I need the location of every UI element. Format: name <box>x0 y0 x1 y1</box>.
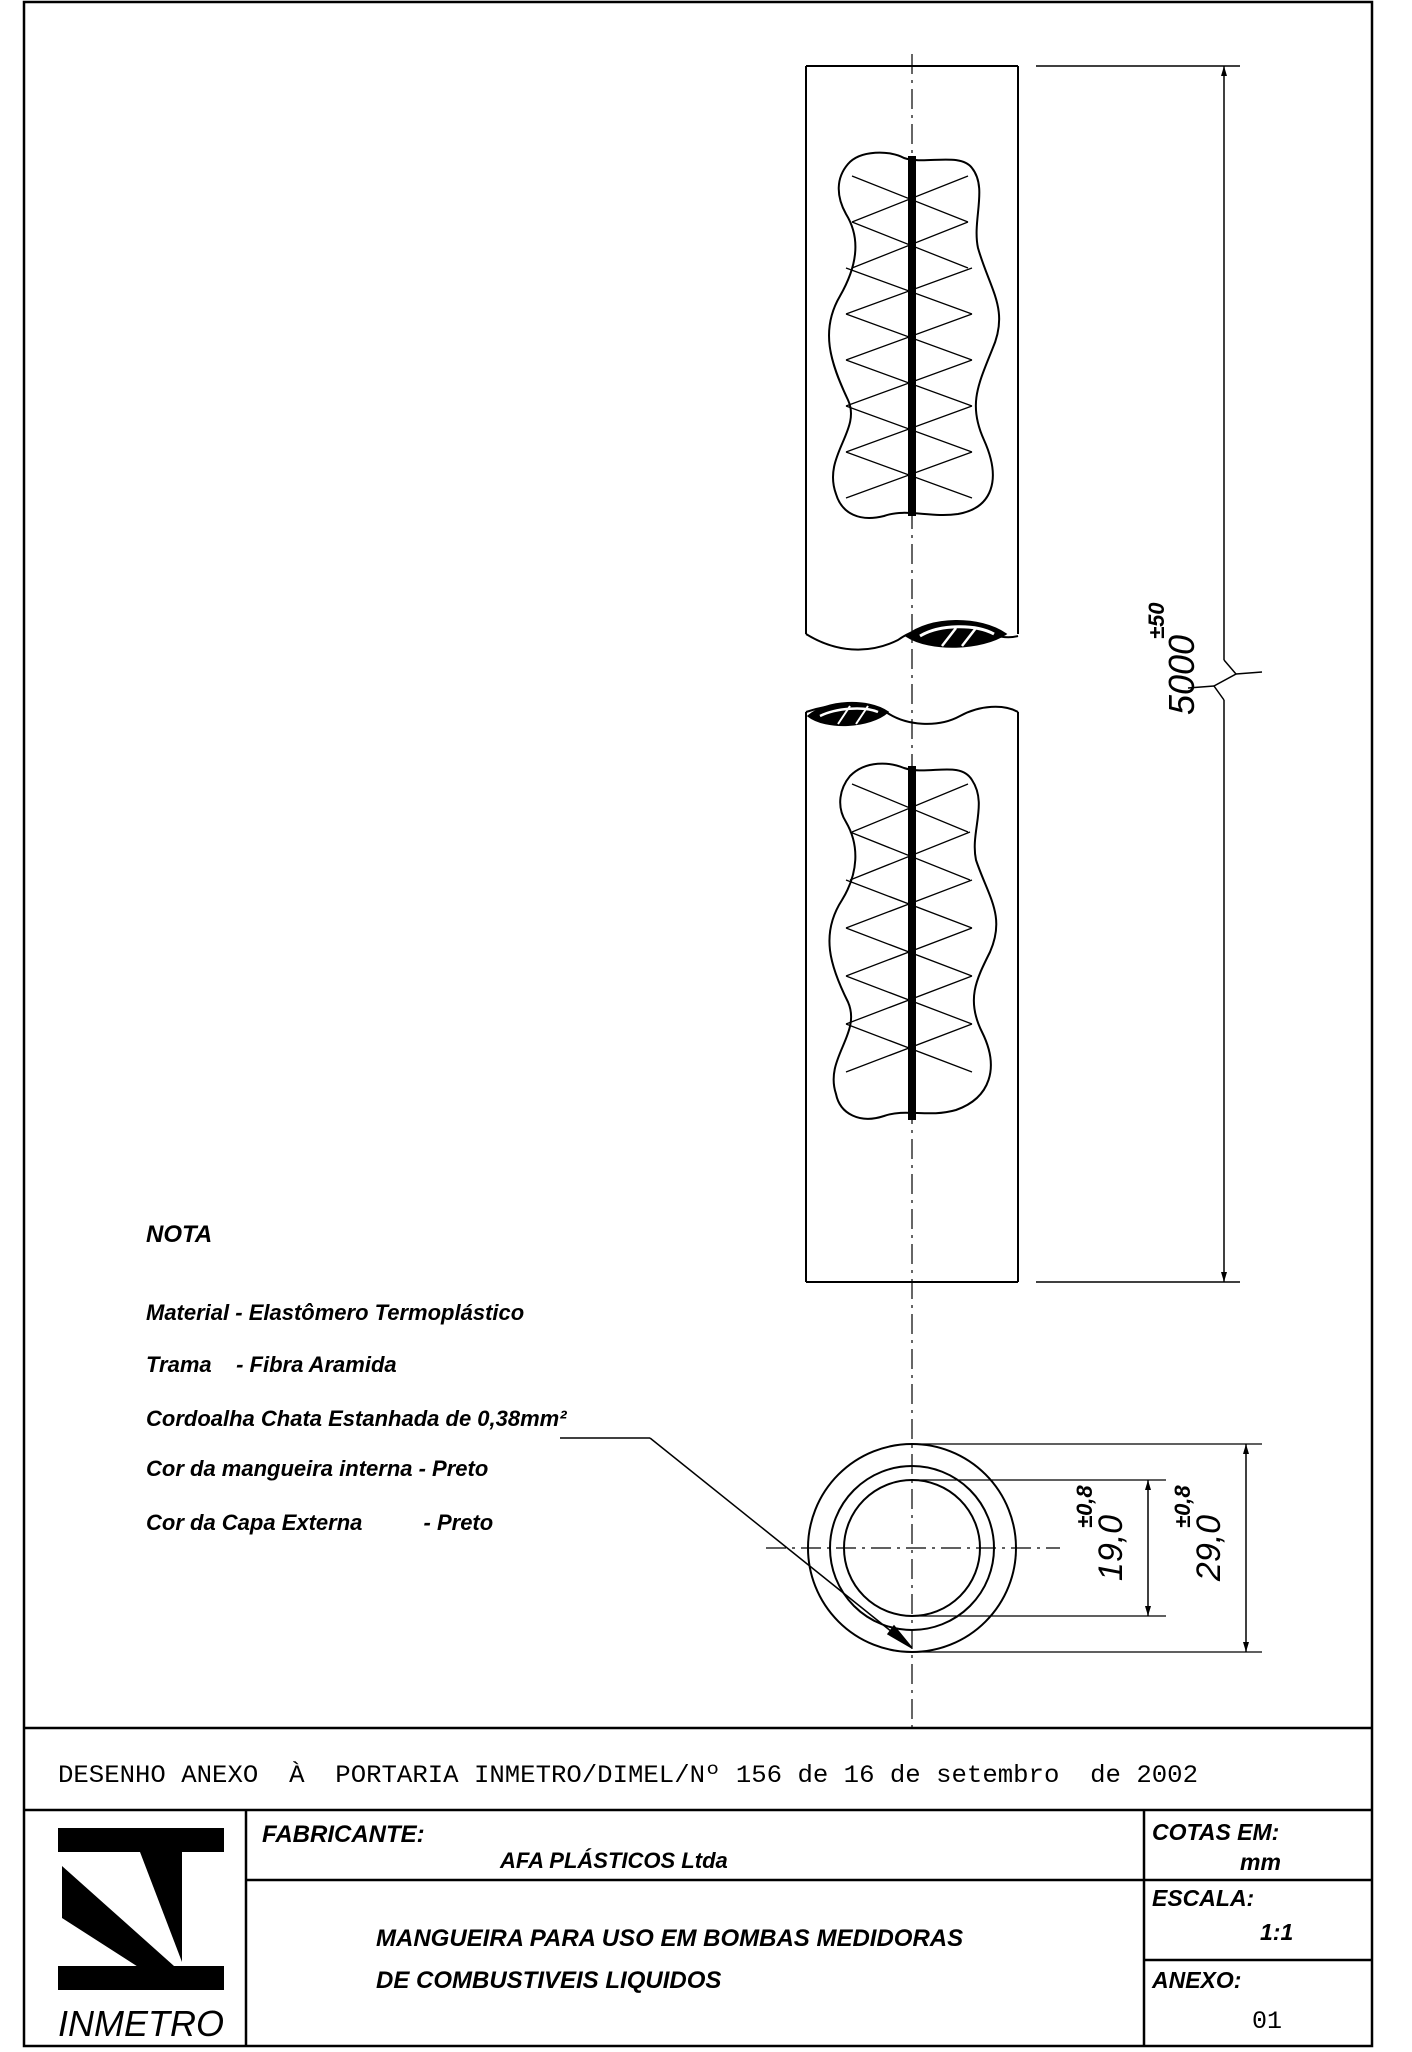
braid-window-lower <box>828 762 998 1120</box>
hose-upper-segment <box>805 65 1019 651</box>
anexo-label: ANEXO: <box>1151 1967 1241 1993</box>
inner-diameter-value: 19,0 <box>1092 1515 1130 1581</box>
outer-diameter-tolerance: ±0,8 <box>1170 1485 1195 1528</box>
inmetro-logo: INMETRO <box>58 1828 224 2044</box>
fabricante-label: FABRICANTE: <box>262 1821 425 1848</box>
inmetro-logo-text: INMETRO <box>58 2003 224 2044</box>
drawing-border <box>22 0 1374 2048</box>
braid-window-upper <box>828 151 1001 519</box>
cord-leader-line <box>560 1437 913 1649</box>
length-dimension-tolerance: ±50 <box>1144 602 1169 639</box>
escala-value: 1:1 <box>1260 1919 1293 1945</box>
note-title: NOTA <box>146 1221 212 1248</box>
hose-cross-section <box>766 1443 1262 1653</box>
drawing-reference-line: DESENHO ANEXO À PORTARIA INMETRO/DIMEL/N… <box>58 1760 1198 1790</box>
escala-label: ESCALA: <box>1152 1885 1254 1911</box>
cotas-value: mm <box>1240 1849 1281 1875</box>
outer-diameter-value: 29,0 <box>1190 1515 1228 1582</box>
inner-diameter-tolerance: ±0,8 <box>1072 1485 1097 1528</box>
cotas-label: COTAS EM: <box>1152 1819 1279 1845</box>
hose-cut-section-upper <box>904 620 1008 648</box>
note-line-trama: Trama - Fibra Aramida <box>146 1352 397 1377</box>
anexo-value: 01 <box>1252 2007 1282 2036</box>
note-line-inner-color: Cor da mangueira interna - Preto <box>146 1456 488 1481</box>
length-dimension-value: 5000 <box>1161 635 1202 715</box>
fabricante-value: AFA PLÁSTICOS Ltda <box>499 1848 728 1873</box>
length-dimension <box>1036 65 1263 1283</box>
description-line-1: MANGUEIRA PARA USO EM BOMBAS MEDIDORAS <box>376 1925 963 1952</box>
note-line-outer-color: Cor da Capa Externa - Preto <box>146 1510 493 1535</box>
hose-cut-section-lower <box>806 702 890 726</box>
title-block <box>24 1726 1372 2046</box>
note-line-cordoalha: Cordoalha Chata Estanhada de 0,38mm² <box>146 1406 567 1431</box>
note-line-material: Material - Elastômero Termoplástico <box>146 1300 524 1325</box>
description-line-2: DE COMBUSTIVEIS LIQUIDOS <box>376 1967 721 1994</box>
